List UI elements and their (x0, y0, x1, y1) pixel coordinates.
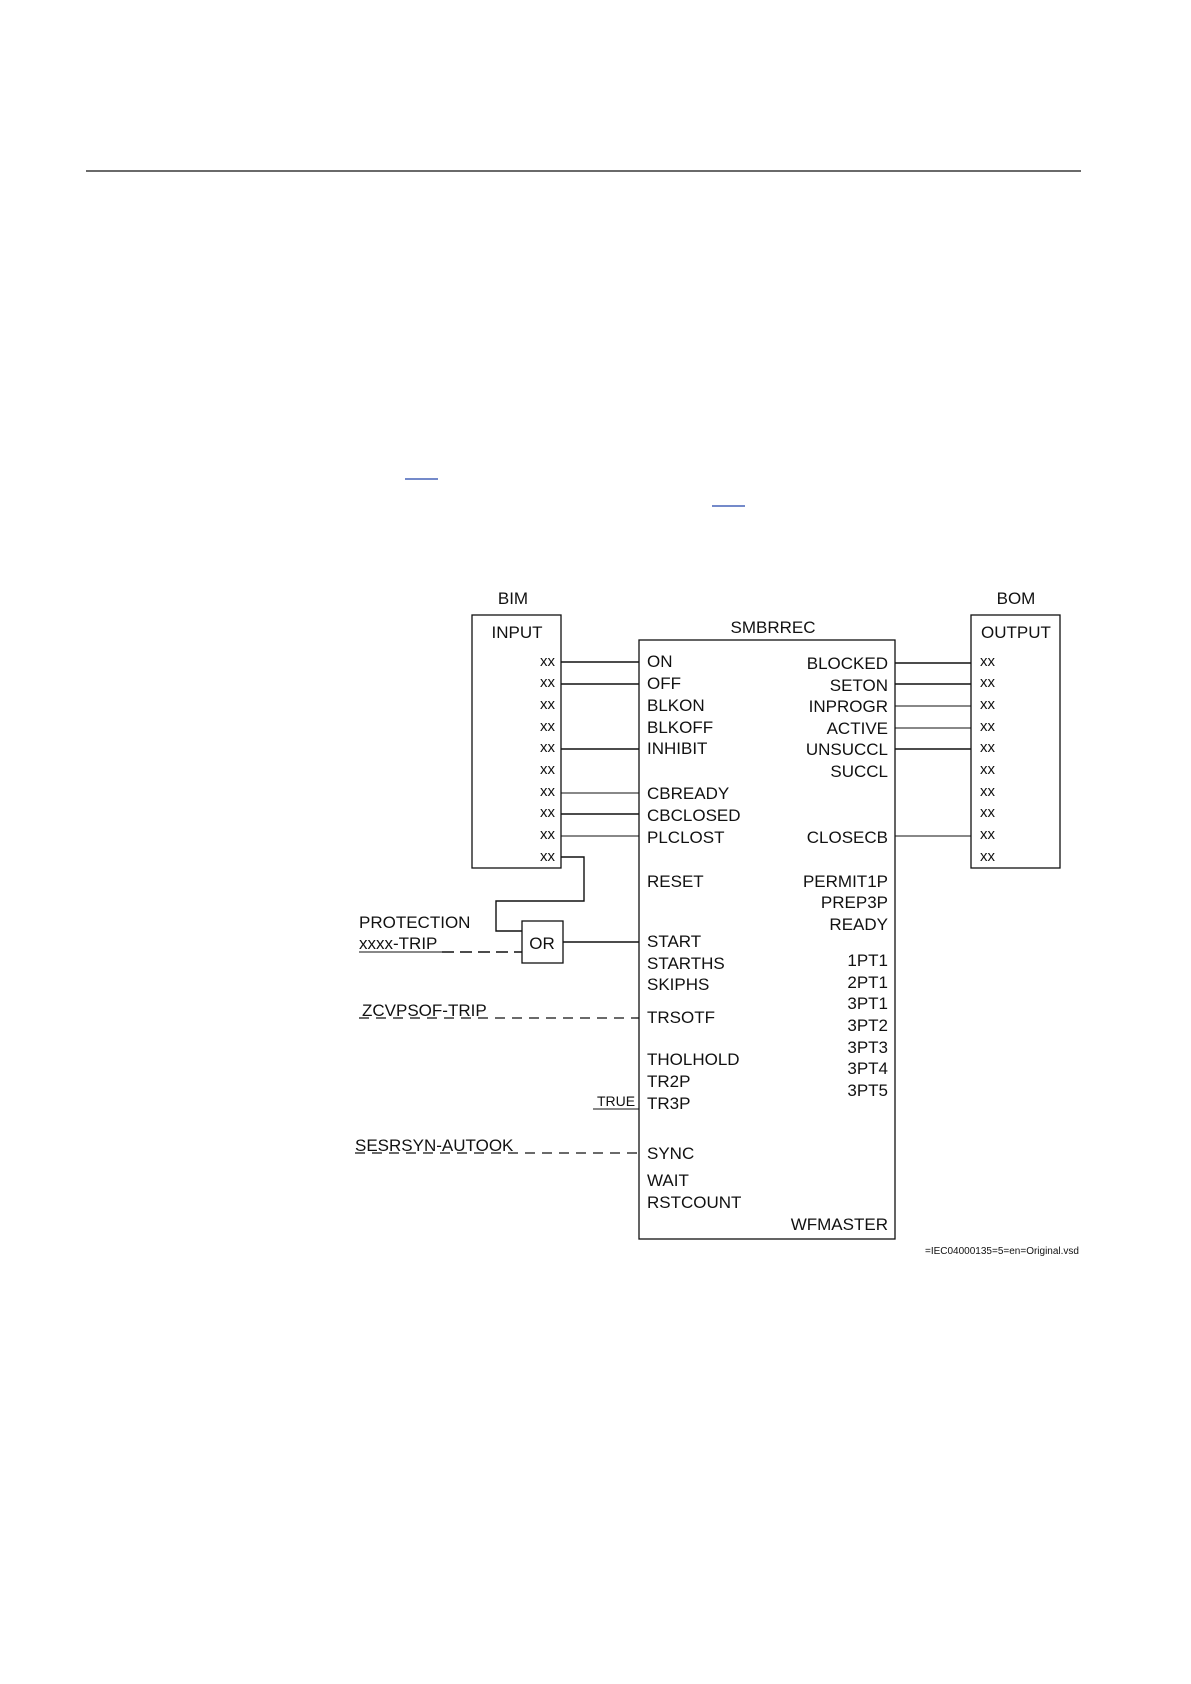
input-trsotf: TRSOTF (647, 1008, 715, 1027)
bom-box (970, 614, 1061, 869)
bim-box (471, 614, 562, 869)
input-blkoff: BLKOFF (647, 718, 713, 737)
input-off: OFF (647, 674, 681, 693)
bom-row-8: xx (980, 804, 996, 821)
output-permit1p: PERMIT1P (803, 872, 888, 891)
figure-id: =IEC04000135=5=en=Original.vsd (925, 1246, 1079, 1257)
bom-row-10: xx (980, 848, 996, 865)
output-prep3p: PREP3P (821, 893, 888, 912)
protection-label: PROTECTION (359, 913, 470, 932)
bom-row-3: xx (980, 696, 996, 713)
input-cbclosed: CBCLOSED (647, 806, 741, 825)
bim-title: BIM (498, 589, 528, 608)
output-active: ACTIVE (827, 719, 888, 738)
output-succl: SUCCL (830, 762, 888, 781)
bom-row-6: xx (980, 761, 996, 778)
output-inprogr: INPROGR (809, 697, 888, 716)
output-unsuccl: UNSUCCL (806, 740, 888, 759)
bim-row-3: xx (540, 696, 556, 713)
true-constant-label: TRUE (597, 1093, 635, 1109)
bom-header: OUTPUT (981, 623, 1051, 642)
output-3pt3: 3PT3 (847, 1038, 888, 1057)
bom-row-5: xx (980, 739, 996, 756)
bim-row-8: xx (540, 804, 556, 821)
output-ready: READY (829, 915, 888, 934)
input-plclost: PLCLOST (647, 828, 724, 847)
input-rstcount: RSTCOUNT (647, 1193, 741, 1212)
bim-row-6: xx (540, 761, 556, 778)
bom-row-7: xx (980, 783, 996, 800)
output-3pt4: 3PT4 (847, 1059, 888, 1078)
bom-row-2: xx (980, 674, 996, 691)
input-tholhold: THOLHOLD (647, 1050, 740, 1069)
smbrrec-block (638, 639, 896, 1240)
input-blkon: BLKON (647, 696, 705, 715)
or-gate-label: OR (529, 934, 555, 953)
output-blocked: BLOCKED (807, 654, 888, 673)
input-cbready: CBREADY (647, 784, 729, 803)
input-on: ON (647, 652, 673, 671)
bim-row-10: xx (540, 848, 556, 865)
input-tr2p: TR2P (647, 1072, 690, 1091)
output-seton: SETON (830, 676, 888, 695)
output-3pt1: 3PT1 (847, 994, 888, 1013)
bim-row-1: xx (540, 653, 556, 670)
input-sync: SYNC (647, 1144, 694, 1163)
bom-title: BOM (997, 589, 1036, 608)
input-inhibit: INHIBIT (647, 739, 707, 758)
output-1pt1: 1PT1 (847, 951, 888, 970)
bom-row-1: xx (980, 653, 996, 670)
bim-row-4: xx (540, 718, 556, 735)
bim-header: INPUT (492, 623, 543, 642)
wire-bim-to-or (495, 856, 585, 932)
input-wait: WAIT (647, 1171, 689, 1190)
output-closecb: CLOSECB (807, 828, 888, 847)
input-tr3p: TR3P (647, 1094, 690, 1113)
output-2pt1: 2PT1 (847, 973, 888, 992)
bim-row-9: xx (540, 826, 556, 843)
input-starths: STARTHS (647, 954, 725, 973)
bom-row-9: xx (980, 826, 996, 843)
output-wfmaster: WFMASTER (791, 1215, 888, 1234)
output-3pt5: 3PT5 (847, 1081, 888, 1100)
trip-signal-label: xxxx-TRIP (359, 934, 437, 953)
bim-row-7: xx (540, 783, 556, 800)
input-skiphs: SKIPHS (647, 975, 709, 994)
output-3pt2: 3PT2 (847, 1016, 888, 1035)
input-reset: RESET (647, 872, 704, 891)
sesrsyn-label: SESRSYN-AUTOOK (355, 1136, 514, 1155)
bim-row-5: xx (540, 739, 556, 756)
block-title: SMBRREC (730, 618, 815, 637)
zcvpsof-label: ZCVPSOF-TRIP (362, 1001, 487, 1020)
bom-row-4: xx (980, 718, 996, 735)
input-start: START (647, 932, 701, 951)
bim-row-2: xx (540, 674, 556, 691)
